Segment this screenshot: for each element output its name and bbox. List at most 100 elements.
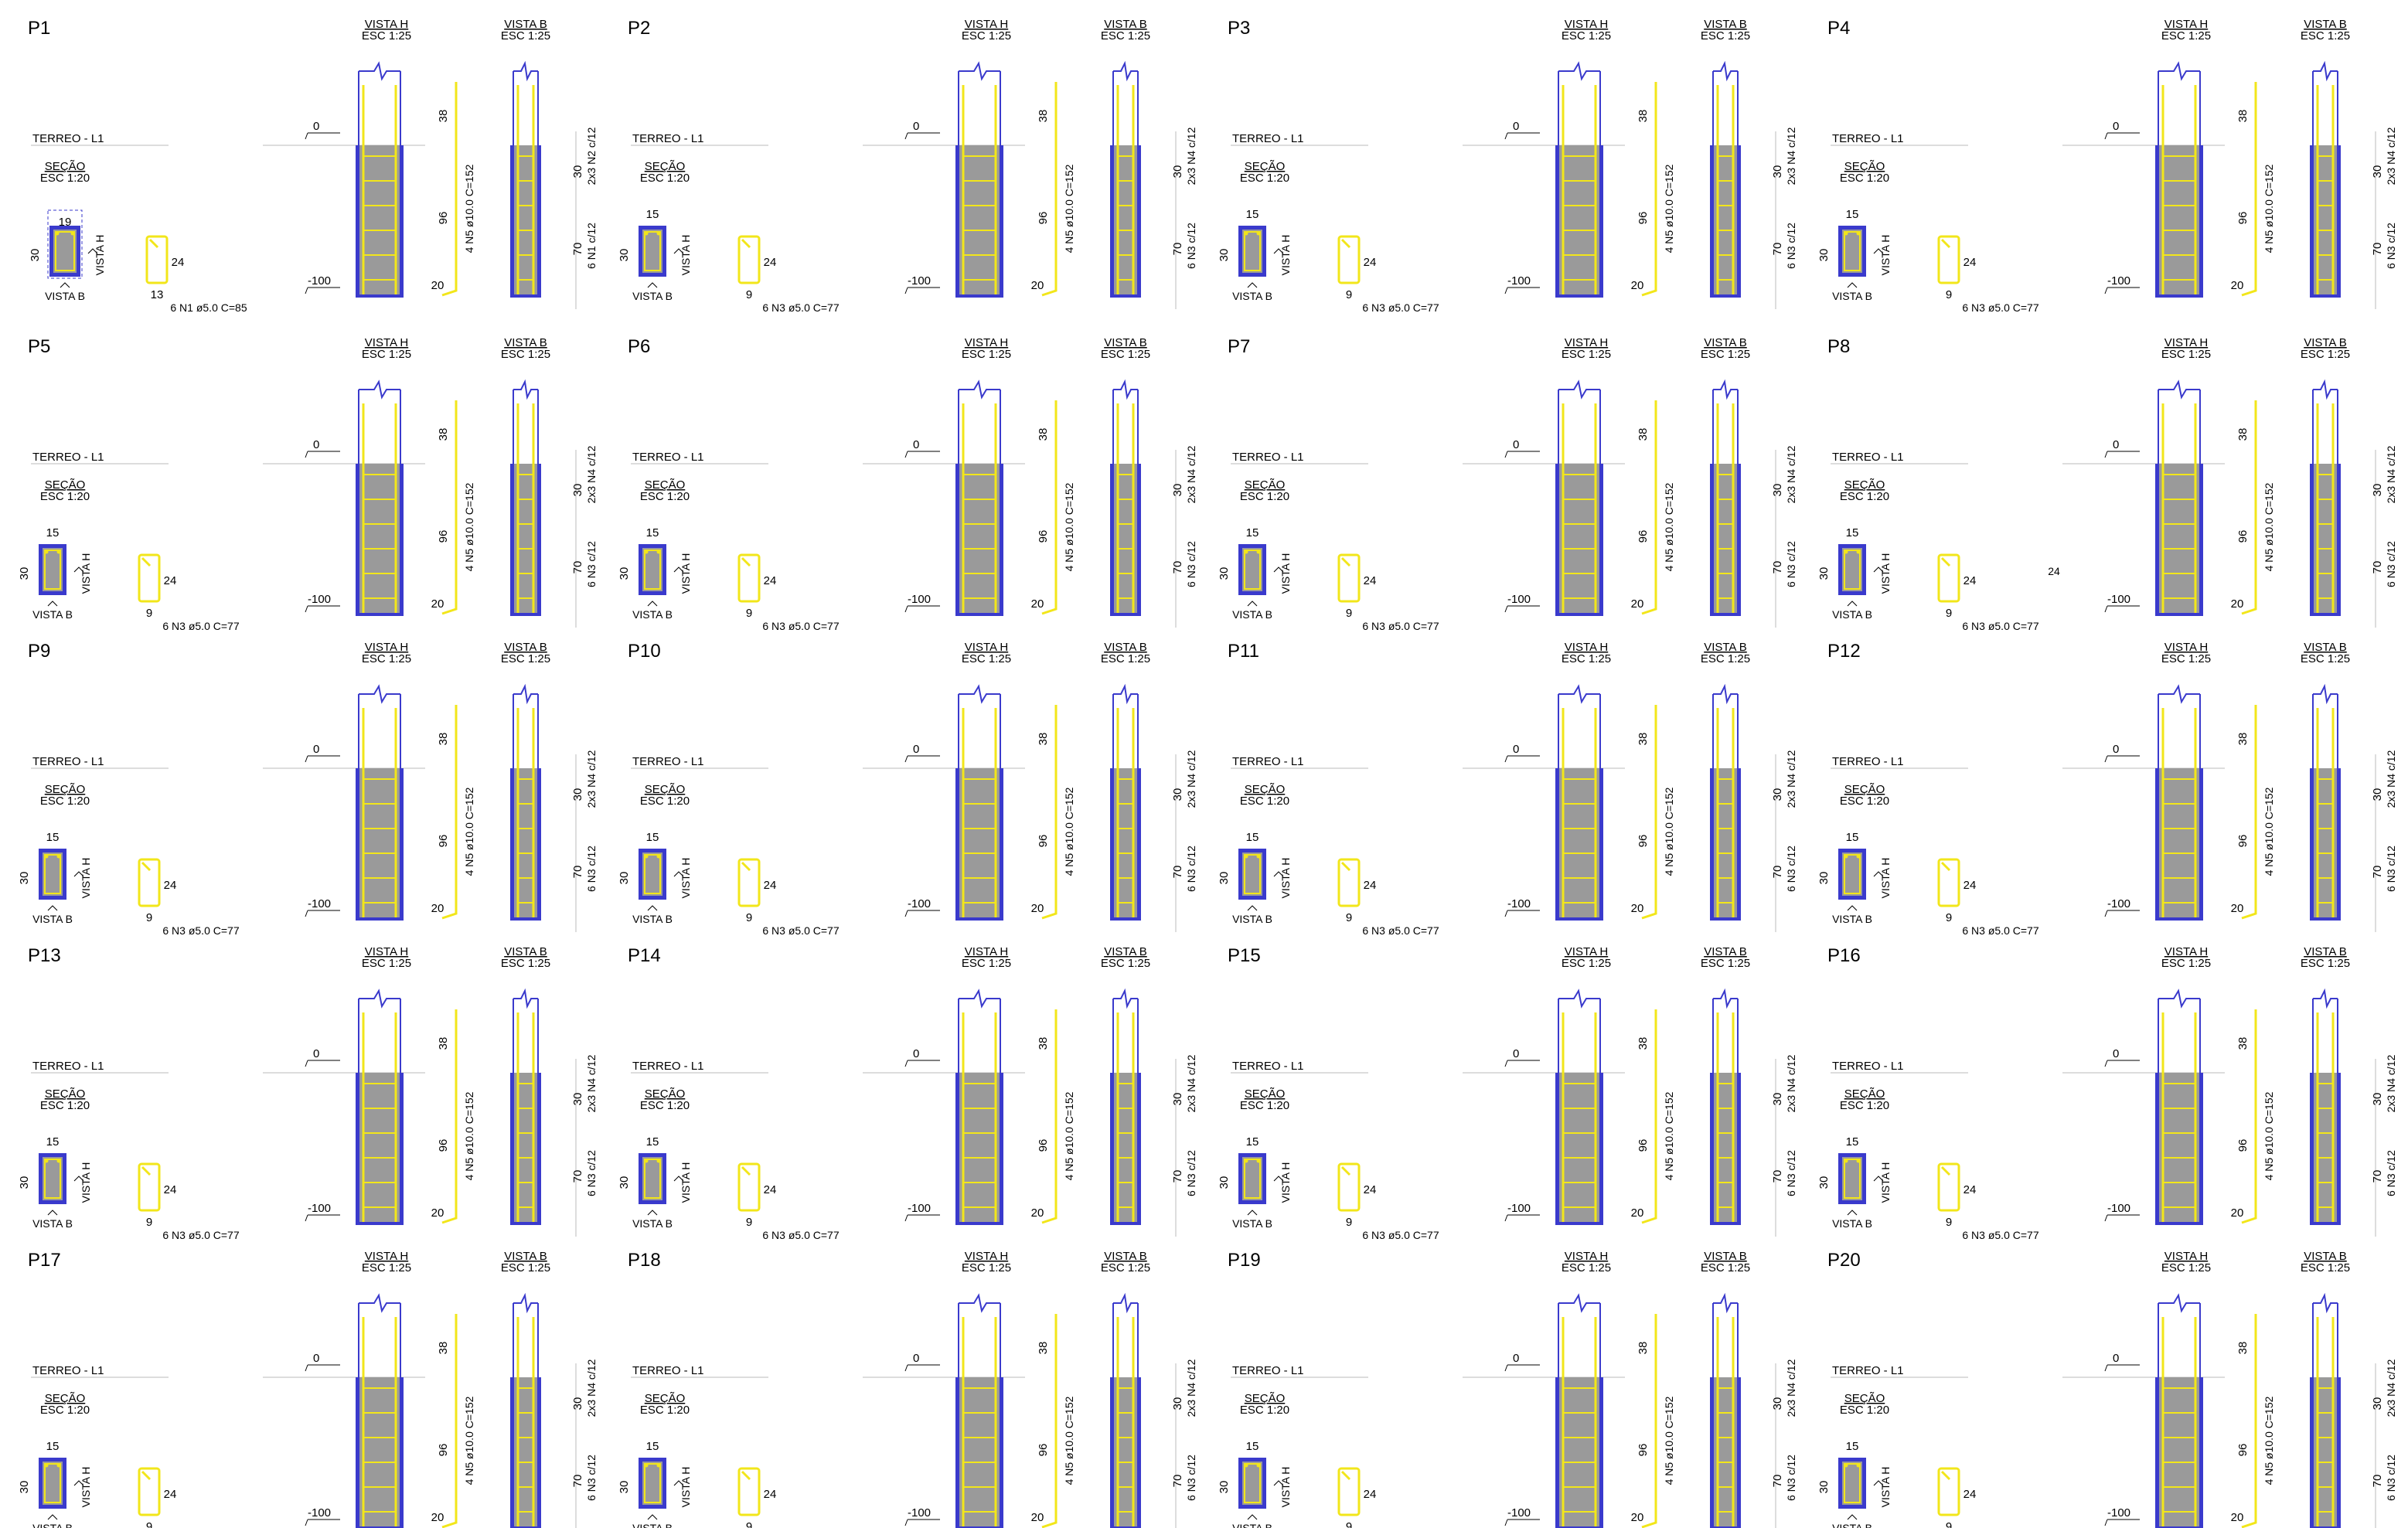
level-bottom-marker-icon	[904, 910, 908, 917]
level-label: TERREO - L1	[632, 451, 704, 464]
section-scale: ESC 1:20	[1240, 1099, 1289, 1112]
stirrup-shape	[1337, 1162, 1361, 1212]
main-bar-hook-dim: 20	[431, 1511, 444, 1524]
stirrup-hook	[1340, 861, 1351, 872]
stirrup-hook	[1340, 238, 1351, 249]
main-bar-top-dim: 38	[1637, 733, 1650, 746]
section-concrete	[642, 548, 662, 591]
view-h-scale: ESC 1:25	[2161, 652, 2211, 665]
main-bar-spec: 4 N5 ø10.0 C=152	[2263, 482, 2275, 571]
view-b-arrow-icon	[47, 1210, 58, 1216]
view-b-arrow-icon	[1847, 1210, 1858, 1216]
break-line-icon	[513, 683, 538, 705]
stirrup-hook	[141, 861, 152, 872]
stirrup-bottom-dim: 70	[2371, 1475, 2384, 1488]
elevation-h-concrete	[2159, 1073, 2199, 1222]
view-h-arrow-icon	[73, 1176, 84, 1182]
section-width-dim: 19	[59, 216, 72, 229]
level-bottom-marker-icon	[2104, 1214, 2108, 1222]
break-line-icon	[959, 61, 1000, 81]
stirrup-top-spec: 2x3 N4 c/12	[2385, 445, 2397, 503]
stirrup-height-dim: 24	[1964, 256, 1977, 269]
main-bar-shape	[1641, 400, 1657, 615]
section-bar	[55, 231, 60, 236]
main-bar-top-dim: 38	[1037, 1037, 1050, 1050]
section-concrete	[1242, 548, 1262, 591]
main-bar-top-dim: 38	[1637, 110, 1650, 123]
section-concrete	[642, 1157, 662, 1200]
break-line-icon	[1558, 1293, 1600, 1313]
view-h-scale: ESC 1:25	[2161, 1261, 2211, 1274]
view-h-title: VISTA H	[365, 945, 408, 958]
view-h-arrow-label: VISTA H	[80, 858, 92, 899]
section-bar	[1844, 854, 1848, 859]
stirrup-height-dim: 24	[764, 879, 777, 892]
stirrup-width-dim: 9	[146, 1520, 152, 1528]
main-bar-hook-dim: 20	[1631, 1206, 1644, 1220]
pillar-title: P8	[1827, 336, 1850, 357]
main-bar-shape	[1041, 1314, 1058, 1528]
level-label: TERREO - L1	[632, 132, 704, 145]
view-b-arrow-icon	[47, 905, 58, 911]
view-b-arrow-icon	[647, 282, 658, 288]
main-bar-hook-dim: 20	[1031, 597, 1044, 611]
stirrup-bottom-spec: 6 N3 c/12	[1185, 223, 1197, 269]
stirrup-top-spec: 2x3 N4 c/12	[1185, 750, 1197, 808]
level-bottom-marker-icon	[1504, 1214, 1508, 1222]
level-top-marker-icon	[305, 755, 308, 763]
view-b-arrow-icon	[1847, 282, 1858, 288]
stirrup-shape	[737, 235, 761, 284]
main-bar-top-dim: 38	[437, 1037, 450, 1050]
elevation-h-concrete	[359, 464, 400, 613]
section-scale: ESC 1:20	[1840, 490, 1889, 503]
stirrup-bottom-dim: 70	[1771, 1475, 1784, 1488]
stirrup-top-spec: 2x3 N4 c/12	[585, 1054, 598, 1112]
level-label: TERREO - L1	[632, 1364, 704, 1377]
break-line-icon	[1113, 683, 1138, 705]
main-bar-mid-dim: 96	[1637, 835, 1650, 848]
view-b-arrow-icon	[1847, 1514, 1858, 1520]
section-stirrup	[55, 231, 75, 271]
stirrup-height-dim: 24	[1364, 1183, 1377, 1196]
pillar-title: P4	[1827, 18, 1850, 39]
break-line-icon	[513, 60, 538, 82]
section-concrete	[1242, 1462, 1262, 1505]
view-h-title: VISTA H	[965, 336, 1008, 349]
level-label: TERREO - L1	[1832, 451, 1904, 464]
main-bar-spec: 4 N5 ø10.0 C=152	[1063, 1396, 1075, 1485]
pillar-title: P16	[1827, 945, 1861, 966]
section-title: SEÇÃO	[645, 160, 686, 173]
section-width-dim: 15	[1846, 208, 1859, 221]
section-hatch-frame	[47, 209, 83, 279]
stirrup-bottom-dim: 70	[1771, 243, 1784, 256]
pillar-title: P12	[1827, 641, 1861, 662]
stirrup-top-dim: 30	[2371, 788, 2384, 801]
level-bottom-label: -100	[308, 1506, 331, 1519]
section-concrete	[43, 1157, 63, 1200]
stirrup-top-spec: 2x3 N4 c/12	[585, 750, 598, 808]
stirrup-top-dim: 30	[571, 1397, 584, 1411]
view-b-scale: ESC 1:25	[2301, 957, 2350, 970]
level-top-marker-icon	[305, 1060, 308, 1067]
section-bar	[1844, 1463, 1848, 1468]
view-b-title: VISTA B	[2304, 1250, 2347, 1263]
view-b-title: VISTA B	[504, 1250, 547, 1263]
stirrup-hook	[741, 556, 751, 567]
section-width-dim: 15	[1246, 1135, 1259, 1149]
main-bar-top-dim: 38	[1037, 110, 1050, 123]
view-h-arrow-label: VISTA H	[1279, 1162, 1292, 1203]
section-bar	[1856, 1463, 1861, 1468]
break-line-icon	[2313, 683, 2338, 705]
elevation-h-concrete	[1559, 768, 1599, 917]
stirrup-top-spec: 2x3 N4 c/12	[1185, 127, 1197, 185]
view-b-title: VISTA B	[2304, 641, 2347, 654]
stirrup-spec: 6 N3 ø5.0 C=77	[1362, 301, 1439, 314]
section-height-dim: 30	[1817, 1481, 1831, 1494]
elevation-h-concrete	[1559, 1377, 1599, 1526]
stirrup-shape	[737, 553, 761, 603]
stirrup-hook	[148, 238, 159, 249]
main-bar-hook-dim: 20	[2231, 902, 2244, 915]
section-concrete	[1842, 852, 1862, 896]
